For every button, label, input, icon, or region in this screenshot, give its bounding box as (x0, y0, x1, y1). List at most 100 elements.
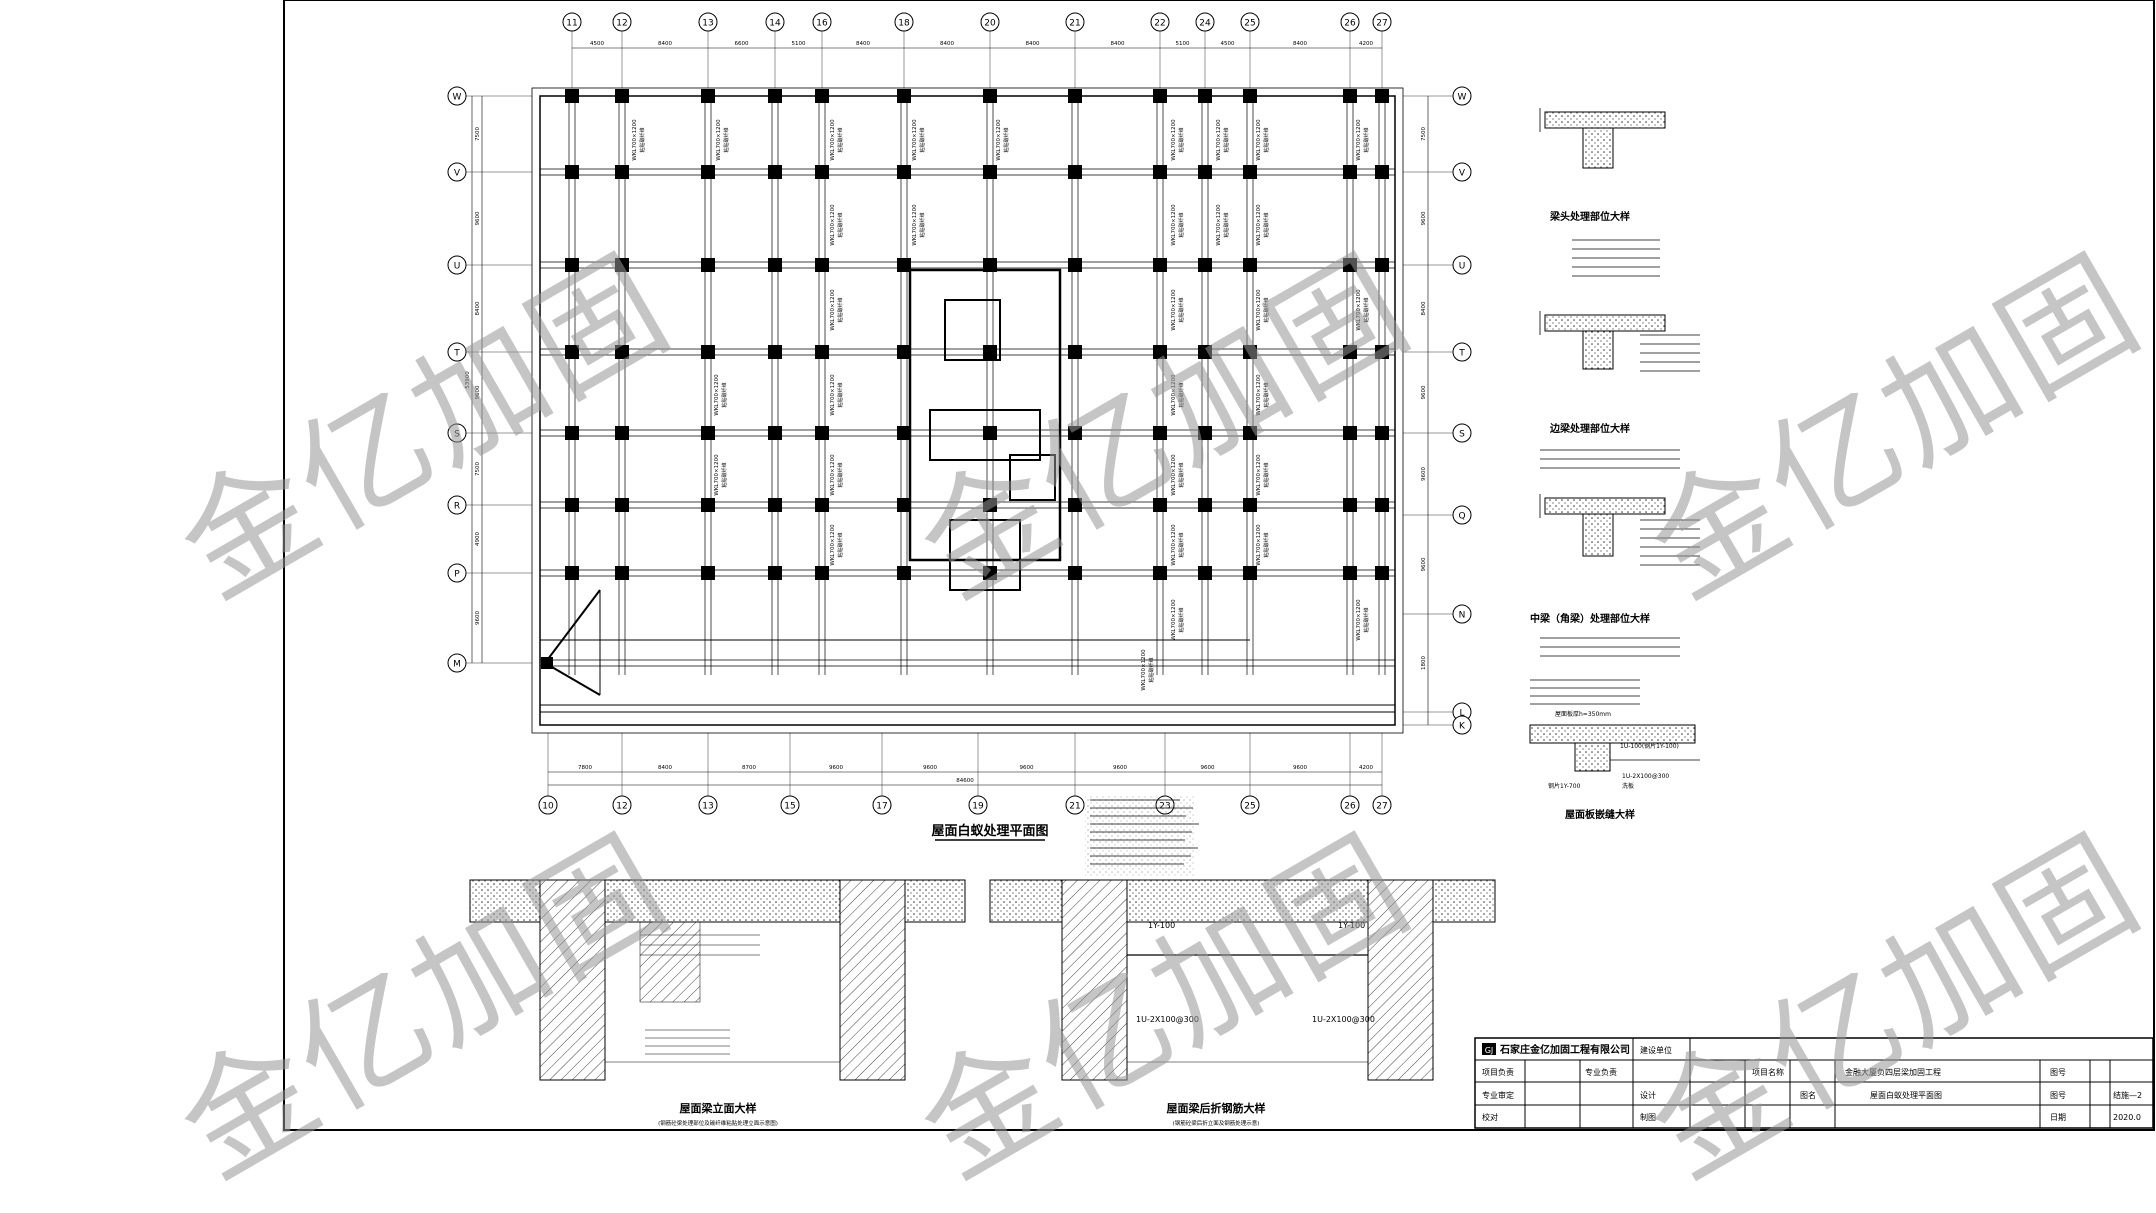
slab-section (1544, 111, 1666, 129)
beam-label-note: 粘贴碳纤维 (837, 127, 844, 152)
column (701, 426, 715, 440)
slab-section (1126, 879, 1369, 923)
beam-label-text: WKL700×1200 (1171, 289, 1177, 331)
axis-label-bottom: 13 (702, 802, 713, 812)
dim-top: 5100 (1176, 41, 1190, 47)
detail-2-title: 边梁处理部位大样 (1549, 422, 1630, 435)
beam-label-text: WKL700×1200 (1216, 119, 1222, 161)
dim-bottom: 9600 (1113, 765, 1127, 771)
diagonal-beam (544, 662, 601, 696)
column (615, 89, 629, 103)
slab-section (1544, 314, 1666, 332)
dim-top: 8400 (1111, 41, 1125, 47)
axis-label-right: U (1459, 262, 1466, 272)
wall-section (1061, 879, 1128, 1081)
column (565, 345, 579, 359)
axis-label-left: T (453, 349, 460, 359)
slab-section (904, 879, 966, 923)
dim-bottom: 9600 (1293, 765, 1307, 771)
dim-left-text: 9600 (475, 385, 481, 399)
dim-left-total-text: 53900 (465, 371, 471, 389)
dim-top: 4500 (1221, 41, 1235, 47)
beam-label-note: 粘贴碳纤维 (1223, 212, 1230, 237)
section-left-sub: (钢筋砼梁处理部位及碳纤维粘贴处理立面示意图) (658, 1119, 778, 1127)
column (1068, 258, 1082, 272)
column (1375, 426, 1389, 440)
detail-4-note4: 洗板 (1622, 782, 1634, 790)
dim-left-text: 7500 (475, 462, 481, 476)
column (768, 566, 782, 580)
tb-drawing-name-label: 图名 (1800, 1090, 1816, 1100)
column (815, 426, 829, 440)
detail-column (1529, 108, 1700, 772)
beam-label-note: 粘贴碳纤维 (1178, 382, 1185, 407)
axis-label-right: W (1458, 93, 1467, 103)
beam-label-text: WKL700×1200 (830, 524, 836, 566)
column (1198, 345, 1212, 359)
dim-right: 9600 (1421, 467, 1427, 481)
beam-label-text: WKL700×1200 (1256, 204, 1262, 246)
tb-no-value: 结施—2 (2113, 1090, 2142, 1100)
beam-label-note: 粘贴碳纤维 (837, 462, 844, 487)
beam-label-text: WKL700×1200 (830, 289, 836, 331)
beam-label-text: WKL700×1200 (830, 374, 836, 416)
dim-right-text: 9600 (1421, 211, 1427, 225)
column (983, 345, 997, 359)
beam-label-note: 粘贴碳纤维 (1263, 532, 1270, 557)
sheet-border (283, 0, 2155, 1131)
column (1375, 345, 1389, 359)
beam-label-note: 粘贴碳纤维 (1363, 297, 1370, 322)
column (983, 165, 997, 179)
beam-label-note: 粘贴碳纤维 (1363, 607, 1370, 632)
dim-left-text: 9600 (475, 611, 481, 625)
section-drawings (469, 879, 1496, 1081)
column (1153, 566, 1167, 580)
axis-label-right: V (1459, 169, 1466, 179)
plan-outline (539, 95, 1396, 726)
dim-right-text: 9600 (1421, 557, 1427, 571)
column (701, 498, 715, 512)
column (815, 345, 829, 359)
axis-label-top: 12 (616, 19, 627, 29)
column (615, 345, 629, 359)
dim-right: 9600 (1421, 385, 1427, 399)
tb-project-name-label: 项目名称 (1752, 1067, 1784, 1077)
detail-4-note2: 1U-100(钢片1Y-100) (1620, 742, 1679, 750)
wall-section (839, 879, 906, 1081)
beam-label-text: WKL700×1200 (716, 119, 722, 161)
beam-label-text: WKL700×1200 (1171, 454, 1177, 496)
beam-label-text: WKL700×1200 (714, 374, 720, 416)
column (615, 258, 629, 272)
dim-top: 5100 (792, 41, 806, 47)
tb-review: 专业审定 (1482, 1090, 1514, 1100)
tb-draw: 制图 (1640, 1112, 1656, 1122)
dim-left-text: 7500 (475, 127, 481, 141)
dim-right: 9600 (1421, 211, 1427, 225)
axis-label-left: V (454, 169, 461, 179)
column (701, 89, 715, 103)
axis-label-bottom: 15 (784, 802, 795, 812)
section-label-1u-left: 1U-2X100@300 (1136, 1015, 1199, 1024)
beam-label-note: 粘贴碳纤维 (1263, 382, 1270, 407)
title-block (1474, 1037, 2154, 1129)
axis-label-right: T (1458, 349, 1465, 359)
column (1343, 258, 1357, 272)
axis-label-left: S (454, 430, 460, 440)
tb-seal: GJ (1485, 1046, 1494, 1055)
column (1068, 566, 1082, 580)
beam-label-note: 粘贴碳纤维 (1003, 127, 1010, 152)
slab-section (1544, 497, 1666, 515)
beam-section (1582, 127, 1614, 169)
beam-label-text: WKL700×1200 (1141, 649, 1147, 691)
dim-left: 9600 (475, 611, 481, 625)
column (768, 89, 782, 103)
slab-section (469, 879, 541, 923)
beam-label-text: WKL700×1200 (1171, 204, 1177, 246)
dim-bottom: 9600 (923, 765, 937, 771)
dim-left: 7500 (475, 127, 481, 141)
core-wall (908, 268, 1062, 562)
